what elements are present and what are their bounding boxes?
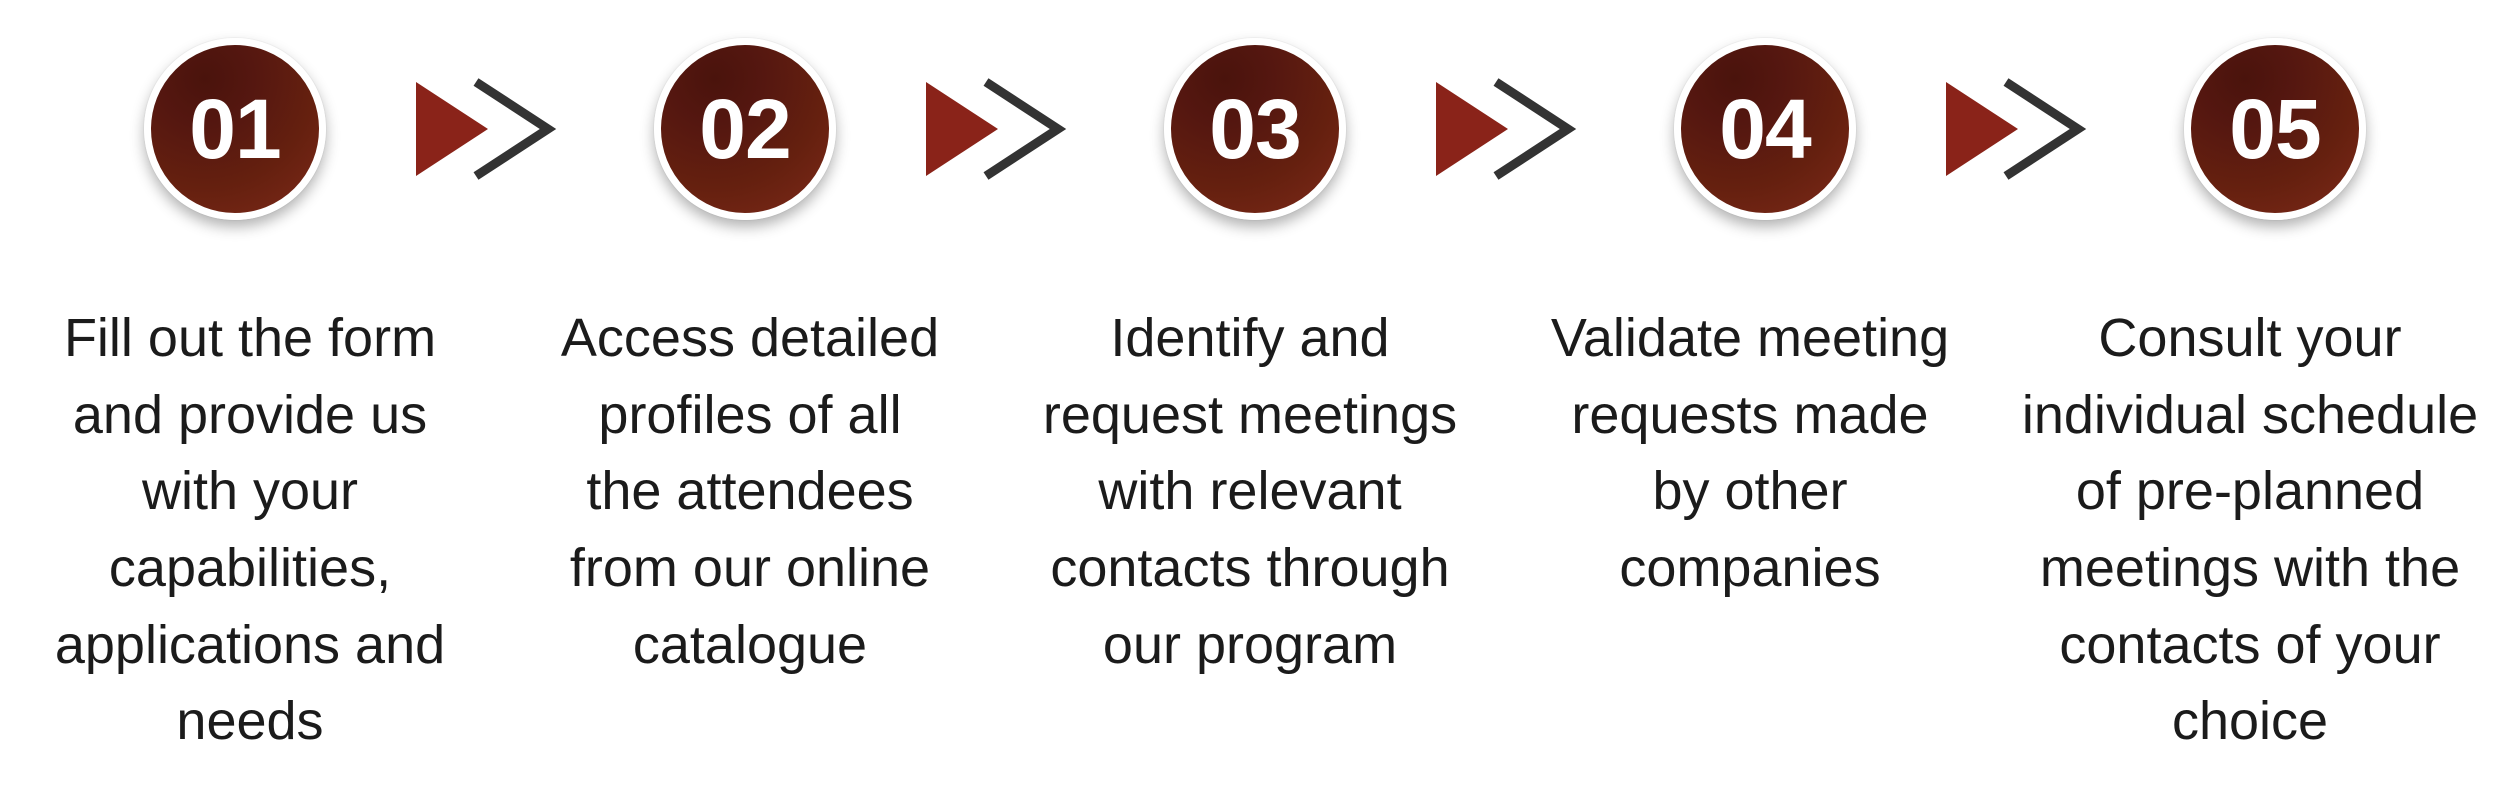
double-chevron-right-icon bbox=[416, 78, 557, 180]
arrow-connector-3 bbox=[1350, 38, 1670, 220]
step-node-4: 04 bbox=[1670, 38, 1860, 220]
step-caption-cell-4: Validate meeting requests made by other … bbox=[1500, 300, 2000, 607]
double-chevron-right-icon bbox=[1946, 78, 2087, 180]
step-badge-02: 02 bbox=[654, 38, 836, 220]
step-caption-text: Identify and request meetings with relev… bbox=[1042, 308, 1458, 675]
captions-row: Fill out the form and provide us with yo… bbox=[0, 300, 2500, 760]
arrow-connector-2 bbox=[840, 38, 1160, 220]
step-node-3: 03 bbox=[1160, 38, 1350, 220]
step-badge-03: 03 bbox=[1164, 38, 1346, 220]
step-number-label: 02 bbox=[699, 82, 791, 176]
step-badge-01: 01 bbox=[144, 38, 326, 220]
step-number-label: 01 bbox=[189, 82, 281, 176]
step-node-1: 01 bbox=[140, 38, 330, 220]
step-caption-text: Fill out the form and provide us with yo… bbox=[54, 308, 446, 752]
step-number-label: 04 bbox=[1719, 82, 1811, 176]
step-caption-cell-1: Fill out the form and provide us with yo… bbox=[0, 300, 500, 760]
step-number-label: 03 bbox=[1209, 82, 1301, 176]
double-chevron-right-icon bbox=[1436, 78, 1577, 180]
arrow-connector-4 bbox=[1860, 38, 2180, 220]
step-caption-text: Consult your individual schedule of pre-… bbox=[2021, 308, 2479, 752]
step-caption-cell-5: Consult your individual schedule of pre-… bbox=[2000, 300, 2500, 760]
step-caption-text: Validate meeting requests made by other … bbox=[1550, 308, 1950, 599]
double-chevron-right-icon bbox=[926, 78, 1067, 180]
arrow-connector-1 bbox=[330, 38, 650, 220]
steps-row: 01 02 03 bbox=[140, 38, 2370, 268]
step-node-2: 02 bbox=[650, 38, 840, 220]
step-caption-cell-2: Access detailed profiles of all the atte… bbox=[500, 300, 1000, 683]
step-number-label: 05 bbox=[2229, 82, 2321, 176]
step-caption-cell-3: Identify and request meetings with relev… bbox=[1000, 300, 1500, 683]
step-node-5: 05 bbox=[2180, 38, 2370, 220]
step-badge-04: 04 bbox=[1674, 38, 1856, 220]
step-caption-text: Access detailed profiles of all the atte… bbox=[560, 308, 940, 675]
step-badge-05: 05 bbox=[2184, 38, 2366, 220]
